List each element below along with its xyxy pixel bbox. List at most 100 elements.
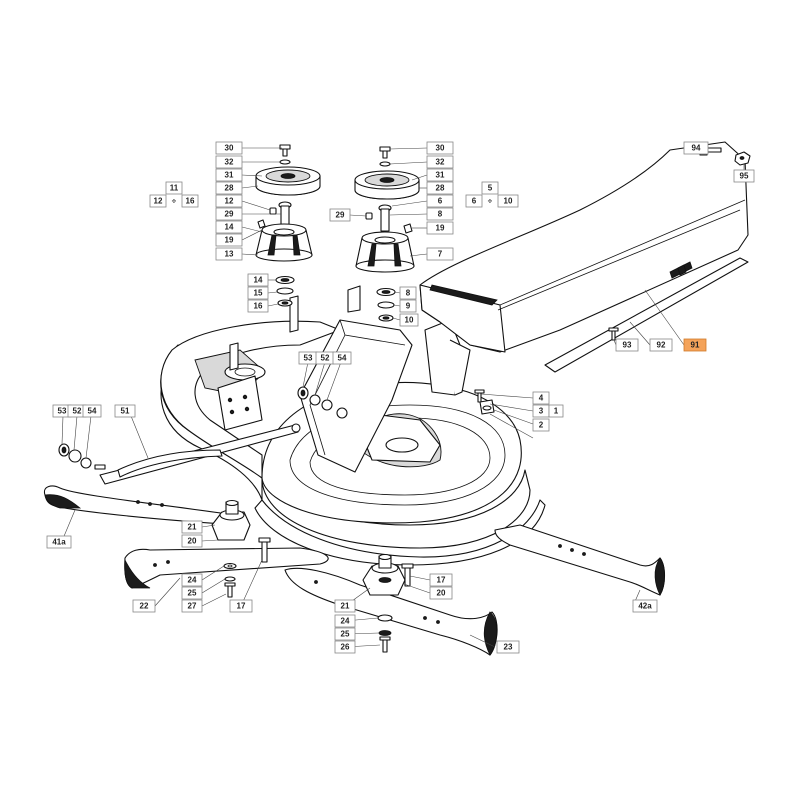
svg-text:28: 28 <box>225 184 234 193</box>
callout-28a: 28 <box>215 181 243 195</box>
svg-text:19: 19 <box>225 236 234 245</box>
svg-text:53: 53 <box>58 407 67 416</box>
svg-text:2: 2 <box>539 421 544 430</box>
callout-53b: 53 <box>298 351 318 365</box>
callout-26: 26 <box>334 640 356 654</box>
callout-29a: 29 <box>215 207 243 221</box>
svg-text:27: 27 <box>188 602 197 611</box>
svg-text:21: 21 <box>341 602 350 611</box>
svg-text:42a: 42a <box>638 602 652 611</box>
svg-text:4: 4 <box>539 394 544 403</box>
svg-text:53: 53 <box>304 354 313 363</box>
svg-text:52: 52 <box>73 407 82 416</box>
svg-text:20: 20 <box>188 537 197 546</box>
callout-30b: 30 <box>426 141 454 155</box>
callout-11: 11 <box>165 181 183 195</box>
callout-2: 2 <box>532 418 550 432</box>
callout-20a: 20 <box>181 534 203 548</box>
svg-text:94: 94 <box>692 144 701 153</box>
callout-32b: 32 <box>426 155 454 169</box>
svg-text:10: 10 <box>405 316 414 325</box>
svg-text:8: 8 <box>406 289 411 298</box>
callout-6a: 6 <box>426 194 454 208</box>
range-sign-a: ÷ <box>172 197 177 206</box>
callout-10b: 10 <box>497 194 519 208</box>
callout-16a: 16 <box>247 299 269 313</box>
svg-text:28: 28 <box>436 184 445 193</box>
callout-94: 94 <box>683 141 709 155</box>
svg-text:31: 31 <box>436 171 445 180</box>
svg-text:30: 30 <box>436 144 445 153</box>
svg-text:24: 24 <box>341 617 350 626</box>
svg-text:14: 14 <box>225 223 234 232</box>
svg-text:23: 23 <box>504 643 513 652</box>
callout-52a: 52 <box>67 404 87 418</box>
svg-text:22: 22 <box>140 602 149 611</box>
callout-6b: 6 <box>465 194 483 208</box>
callout-54b: 54 <box>332 351 352 365</box>
svg-text:9: 9 <box>406 302 411 311</box>
svg-text:13: 13 <box>225 250 234 259</box>
svg-text:93: 93 <box>623 341 632 350</box>
washer-stack-left <box>223 562 237 598</box>
callout-21b: 21 <box>334 599 356 613</box>
bolt-group-1 <box>474 389 495 415</box>
callout-17a: 17 <box>229 599 253 613</box>
callout-52b: 52 <box>315 351 335 365</box>
callout-19a: 19 <box>215 233 243 247</box>
blade-lower <box>284 567 498 656</box>
svg-text:19: 19 <box>436 224 445 233</box>
callout-41a: 41a <box>46 535 72 549</box>
callout-4: 4 <box>532 391 550 405</box>
callout-95: 95 <box>733 169 755 183</box>
svg-text:91: 91 <box>691 341 700 350</box>
callout-25a: 25 <box>181 586 203 600</box>
svg-text:25: 25 <box>341 630 350 639</box>
callout-23: 23 <box>496 640 520 654</box>
svg-text:29: 29 <box>336 211 345 220</box>
svg-text:31: 31 <box>225 171 234 180</box>
svg-text:5: 5 <box>488 184 493 193</box>
bolt-17-left <box>258 537 271 563</box>
washer-stack-center <box>377 614 393 653</box>
callout-10a: 10 <box>399 313 419 327</box>
svg-text:3: 3 <box>539 407 544 416</box>
blade-hub-center <box>362 553 406 596</box>
blade-hub-left <box>211 499 251 541</box>
callout-3: 3 <box>532 404 550 418</box>
callout-14b: 14 <box>247 273 269 287</box>
callout-8a: 8 <box>426 207 454 221</box>
spindle-right <box>354 146 420 322</box>
svg-text:41a: 41a <box>52 538 66 547</box>
svg-text:1: 1 <box>554 407 559 416</box>
callout-24a: 24 <box>181 573 203 587</box>
svg-text:17: 17 <box>237 602 246 611</box>
svg-text:17: 17 <box>437 576 446 585</box>
callout-16b: 16 <box>181 194 199 208</box>
range-sign-b: ÷ <box>488 197 493 206</box>
blade-left <box>43 485 241 526</box>
callout-8b: 8 <box>399 286 417 300</box>
svg-text:30: 30 <box>225 144 234 153</box>
svg-text:92: 92 <box>657 341 666 350</box>
callout-53a: 53 <box>52 404 72 418</box>
svg-text:54: 54 <box>88 407 97 416</box>
callout-32a: 32 <box>215 155 243 169</box>
callout-27: 27 <box>181 599 203 613</box>
svg-text:6: 6 <box>438 197 443 206</box>
callout-22: 22 <box>132 599 156 613</box>
svg-text:16: 16 <box>254 302 263 311</box>
callout-12b: 12 <box>149 194 167 208</box>
svg-text:16: 16 <box>186 197 195 206</box>
callout-labels: 30 32 31 28 12 29 14 19 13 14 15 16 11 1… <box>46 141 755 654</box>
svg-text:11: 11 <box>170 184 179 193</box>
callout-1: 1 <box>548 404 564 418</box>
callout-12a: 12 <box>215 194 243 208</box>
callout-15a: 15 <box>247 286 269 300</box>
svg-text:24: 24 <box>188 576 197 585</box>
svg-text:14: 14 <box>254 276 263 285</box>
svg-text:10: 10 <box>504 197 513 206</box>
callout-5: 5 <box>481 181 499 195</box>
svg-text:26: 26 <box>341 643 350 652</box>
